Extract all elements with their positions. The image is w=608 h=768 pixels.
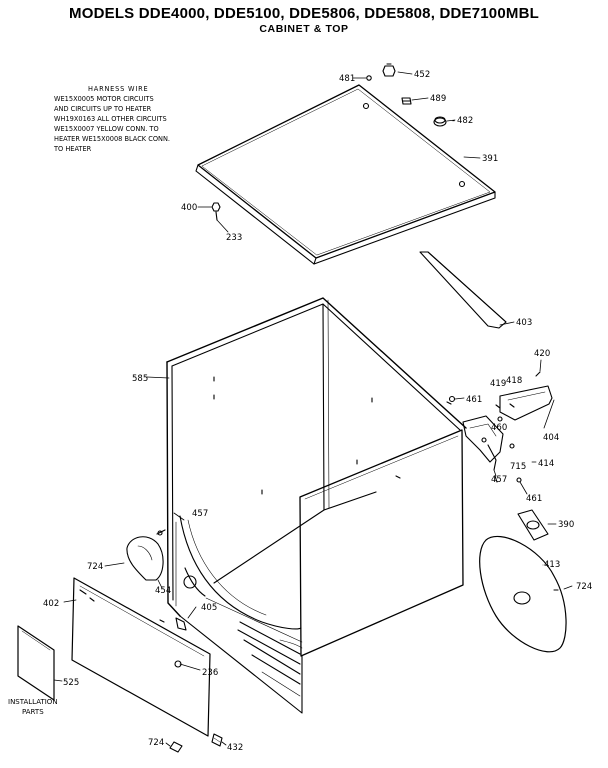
part-label: 724 bbox=[87, 562, 103, 572]
part-label: 414 bbox=[538, 459, 554, 469]
plate-390 bbox=[517, 509, 549, 541]
harness-wire-note: HARNESS WIRE WE15X0005 MOTOR CIRCUITS AN… bbox=[54, 84, 244, 154]
harness-heading: HARNESS WIRE bbox=[88, 85, 149, 93]
part-label: 236 bbox=[202, 668, 218, 678]
page-subtitle: CABINET & TOP bbox=[259, 23, 349, 35]
part-label: 457 bbox=[491, 475, 507, 485]
top-hardware bbox=[211, 63, 447, 221]
part-label: 585 bbox=[132, 374, 148, 384]
part-label: 489 bbox=[430, 94, 446, 104]
part-label: 454 bbox=[155, 586, 171, 596]
part-label: 404 bbox=[543, 433, 559, 443]
harness-line: AND CIRCUITS UP TO HEATER bbox=[54, 105, 152, 113]
small-hardware-front bbox=[169, 617, 223, 753]
part-label: 715 bbox=[510, 462, 526, 472]
part-label: 390 bbox=[558, 520, 574, 530]
part-label: 460 bbox=[491, 423, 507, 433]
part-label: 461 bbox=[466, 395, 482, 405]
hinge-strip bbox=[419, 251, 507, 329]
harness-line: WE15X0007 YELLOW CONN. TO bbox=[54, 125, 159, 133]
part-label: 481 bbox=[339, 74, 355, 84]
part-label: 461 bbox=[526, 494, 542, 504]
part-label: 419 bbox=[490, 379, 506, 389]
cabinet bbox=[166, 297, 467, 714]
part-label: 482 bbox=[457, 116, 473, 126]
installation-label: INSTALLATION bbox=[8, 698, 58, 706]
harness-line: WE15X0005 MOTOR CIRCUITS bbox=[54, 95, 154, 103]
part-label: 413 bbox=[544, 560, 560, 570]
kick-panel-402 bbox=[71, 577, 211, 737]
installation-parts-525 bbox=[17, 625, 55, 701]
part-label: 452 bbox=[414, 70, 430, 80]
part-label: 457 bbox=[192, 509, 208, 519]
part-label: 418 bbox=[506, 376, 522, 386]
installation-label: PARTS bbox=[22, 708, 44, 716]
leader-lines bbox=[53, 71, 573, 747]
blower-housing-454 bbox=[126, 529, 166, 581]
part-label: 403 bbox=[516, 318, 532, 328]
part-label: 402 bbox=[43, 599, 59, 609]
part-label: 391 bbox=[482, 154, 498, 164]
part-label: 525 bbox=[63, 678, 79, 688]
part-label: 420 bbox=[534, 349, 550, 359]
part-label: 724 bbox=[148, 738, 164, 748]
rear-disc bbox=[479, 535, 567, 653]
top-panel bbox=[195, 84, 496, 265]
part-label: 400 bbox=[181, 203, 197, 213]
part-label: 233 bbox=[226, 233, 242, 243]
harness-line: TO HEATER bbox=[54, 145, 92, 153]
part-callouts: 481 452 489 482 - 391 400 233 403 585 42… bbox=[8, 70, 592, 753]
right-bracket-assembly bbox=[448, 371, 553, 483]
part-label: 405 bbox=[201, 603, 217, 613]
part-label: 724 bbox=[576, 582, 592, 592]
harness-line: HEATER WE15X0008 BLACK CONN. bbox=[54, 135, 170, 143]
harness-line: WH19X0163 ALL OTHER CIRCUITS bbox=[54, 115, 167, 123]
part-dash: - bbox=[452, 116, 455, 126]
part-label: 432 bbox=[227, 743, 243, 753]
page-title: MODELS DDE4000, DDE5100, DDE5806, DDE580… bbox=[69, 5, 539, 22]
